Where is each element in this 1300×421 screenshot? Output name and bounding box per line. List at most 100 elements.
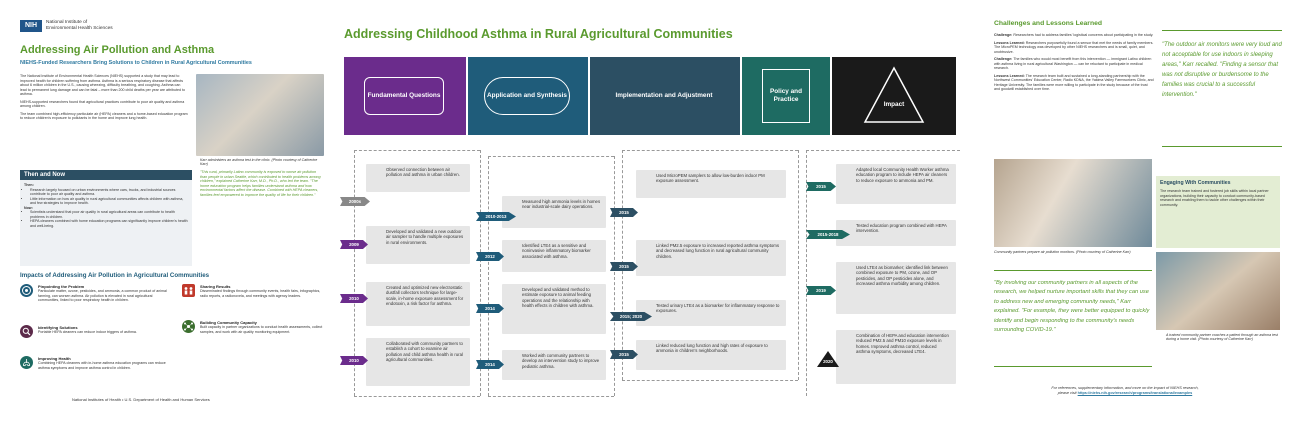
- karr-quote-sensor: "The outdoor air monitors were very loud…: [1162, 42, 1282, 98]
- timeline-tag: 2000s: [340, 197, 370, 206]
- footer-agency: National Institutes of Health • U.S. Dep…: [72, 397, 210, 402]
- timeline-entry: Identified LTE4 as a sensitive and nonin…: [502, 240, 606, 272]
- agency-name-line1: National Institute of: [46, 20, 88, 25]
- timeline-tag: 2014: [476, 304, 504, 313]
- timeline-tag: 2012: [476, 252, 504, 261]
- karr-quote: "This rural, primarily Latino community …: [200, 170, 321, 197]
- then-now-body: Then: Research largely focused on urban …: [24, 183, 188, 228]
- challenge-text: The research team built and sustained a …: [994, 73, 1154, 92]
- now-item: HEPA cleaners combined with home educati…: [30, 219, 188, 228]
- challenge-item: Lessons Learned: The research team built…: [994, 74, 1154, 92]
- challenge-label: Lessons Learned:: [994, 73, 1025, 78]
- challenge-text: Researchers purposefully found a sensor …: [994, 40, 1154, 54]
- banner-label: Implementation and Adjustment: [604, 77, 724, 115]
- timeline-entry: Developed and validated method to estima…: [502, 284, 606, 334]
- challenge-item: Challenge: The families who would most b…: [994, 57, 1154, 71]
- triangle-icon: [817, 351, 839, 367]
- footer-line2: please visit https://niehs.nih.gov/resea…: [1000, 391, 1250, 396]
- agency-name: National Institute of Environmental Heal…: [46, 20, 146, 31]
- timeline-tag: 2015: [610, 262, 638, 271]
- impact-heading: Building Community Capacity: [200, 320, 257, 325]
- timeline-tag: 2010: [340, 294, 368, 303]
- quote-rule: [994, 270, 1152, 272]
- clinic-photo-caption: Karr administers an asthma test in the c…: [200, 158, 318, 167]
- timeline-entry: Used LTE4 as biomarker; identified link …: [836, 262, 956, 314]
- timeline-tag: 2019: [806, 286, 836, 295]
- network-icon: [182, 320, 195, 333]
- timeline-entry: Worked with community partners to develo…: [502, 350, 606, 380]
- timeline-entry: Tested education program combined with H…: [836, 220, 956, 246]
- then-item: Little information on how air quality in…: [30, 197, 188, 206]
- quote-rule: [994, 366, 1152, 368]
- then-now-panel: [20, 170, 192, 266]
- timeline-entry: Collaborated with community partners to …: [366, 338, 470, 386]
- challenge-text: Researchers had to address families' log…: [1013, 33, 1154, 37]
- home-visit-caption: A trained community partner coaches a pa…: [1166, 333, 1278, 342]
- impact-text: Built capacity in partner organizations …: [200, 325, 323, 334]
- challenge-item: Lessons Learned: Researchers purposefull…: [994, 41, 1154, 55]
- references-link[interactable]: https://niehs.nih.gov/research/programs/…: [1077, 390, 1193, 395]
- engaging-title: Engaging With Communities: [1160, 180, 1231, 186]
- community-partners-photo: [994, 159, 1152, 247]
- then-item: Research largely focused on urban enviro…: [30, 188, 188, 197]
- lungs-icon: [20, 356, 33, 369]
- timeline-tag: 2014: [476, 360, 504, 369]
- left-subtitle: NIEHS-Funded Researchers Bring Solutions…: [20, 60, 252, 66]
- karr-quote-community: "By involving our community partners in …: [994, 280, 1150, 334]
- timeline-entry: Developed and validated a new outdoor ai…: [366, 226, 470, 264]
- challenge-text: The families who would most benefit from…: [994, 57, 1152, 70]
- triangle-icon: [863, 66, 925, 123]
- impact-heading: Identifying Solutions: [38, 325, 78, 330]
- then-label: Then:: [24, 183, 34, 187]
- timeline-tag: 2009: [340, 240, 368, 249]
- banner-implementation-adjustment: Implementation and Adjustment: [590, 57, 740, 135]
- footer-references: For references, supplementary informatio…: [1000, 386, 1250, 396]
- timeline-tag: 2010: [340, 356, 368, 365]
- impact-heading: Improving Health: [38, 356, 71, 361]
- banner-impact: Impact: [832, 57, 956, 135]
- engaging-panel: [1156, 176, 1280, 248]
- timeline-tag: 2010-2013: [476, 212, 516, 221]
- banner-label: Application and Synthesis: [484, 77, 570, 115]
- now-item: Scientists understand that poor air qual…: [30, 210, 188, 219]
- challenge-label: Lessons Learned:: [994, 40, 1025, 45]
- footer-line1: For references, supplementary informatio…: [1051, 386, 1199, 390]
- center-title: Addressing Childhood Asthma in Rural Agr…: [344, 27, 733, 41]
- people-share-icon: [182, 284, 195, 297]
- banner-label: Policy and Practice: [762, 69, 810, 123]
- impact-text: Particulate matter, ozone, pesticides, a…: [38, 289, 167, 302]
- impact-heading: Pinpointing the Problem: [38, 284, 85, 289]
- timeline-entry: Used MicroPEM samplers to allow low-burd…: [636, 170, 786, 198]
- timeline-tag: 2015: [610, 350, 638, 359]
- intro-paragraph: The team combined high-efficiency partic…: [20, 111, 188, 121]
- timeline-entry: Measured high ammonia levels in homes ne…: [502, 196, 606, 228]
- timeline-entry: Linked reduced lung function and high ra…: [636, 340, 786, 370]
- timeline-tag: 2020: [823, 359, 833, 364]
- timeline-entry: Combination of HEPA and education interv…: [836, 330, 956, 384]
- then-now-heading: Then and Now: [20, 170, 192, 180]
- banner-application-synthesis: Application and Synthesis: [468, 57, 588, 135]
- timeline-tag: 2015: [806, 182, 836, 191]
- community-partners-caption: Community partners prepare air pollution…: [994, 250, 1131, 254]
- impact-heading: Sharing Results: [200, 284, 231, 289]
- quote-rule: [1162, 30, 1282, 32]
- banner-policy-practice: Policy and Practice: [742, 57, 830, 135]
- timeline-entry: Observed connection between air pollutio…: [366, 164, 470, 192]
- timeline-entry: Created and optimized new electrostatic …: [366, 282, 470, 326]
- timeline-entry: Adapted local Community Health Worker as…: [836, 164, 956, 204]
- left-title: Addressing Air Pollution and Asthma: [20, 44, 215, 56]
- banner-fundamental-questions: Fundamental Questions: [344, 57, 466, 135]
- intro-text: The National Institute of Environmental …: [20, 74, 188, 124]
- footer-line2-prefix: please visit: [1057, 390, 1077, 395]
- challenges-body: Challenge: Researchers had to address fa…: [994, 33, 1154, 95]
- magnifier-icon: [20, 325, 33, 338]
- timeline-tag: 2015: [610, 208, 638, 217]
- intro-paragraph: The National Institute of Environmental …: [20, 74, 186, 96]
- now-label: Now:: [24, 205, 33, 210]
- home-visit-photo: [1156, 252, 1280, 330]
- agency-name-line2: Environmental Health Sciences: [46, 25, 113, 31]
- impact-text: Combining HEPA cleaners with in-home ast…: [38, 361, 166, 370]
- impact-text: Disseminated findings through community …: [200, 289, 321, 298]
- challenge-label: Challenge:: [994, 33, 1013, 37]
- engaging-text: The research team trained and fostered j…: [1160, 189, 1269, 207]
